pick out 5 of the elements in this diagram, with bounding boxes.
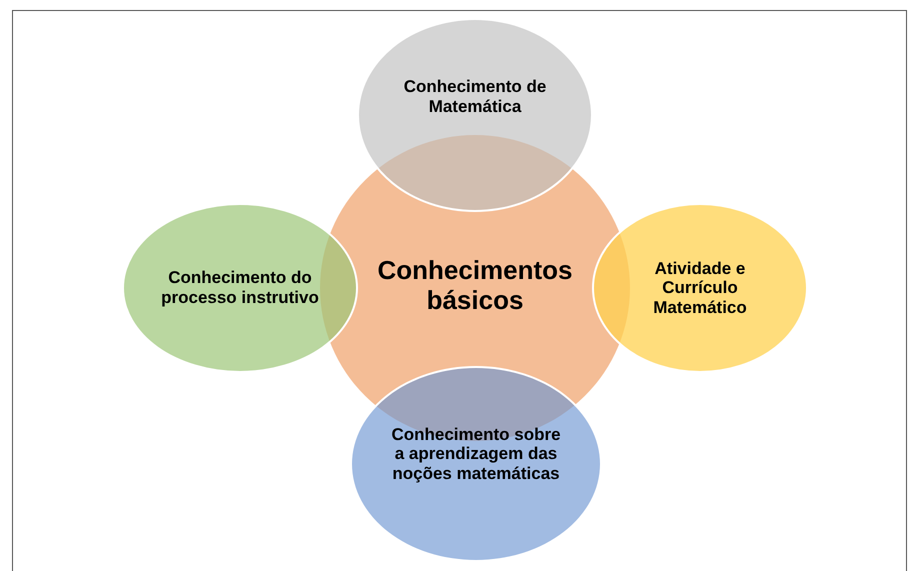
- node-label: Conhecimentos básicos: [376, 256, 574, 316]
- node-label: Conhecimento sobre a aprendizagem das noções matemáticas: [391, 424, 561, 484]
- node-label: Conhecimento do processo instrutivo: [160, 268, 320, 308]
- node-label: Conhecimento de Matemática: [402, 77, 548, 117]
- node-label: Atividade e Currículo Matemático: [652, 258, 748, 318]
